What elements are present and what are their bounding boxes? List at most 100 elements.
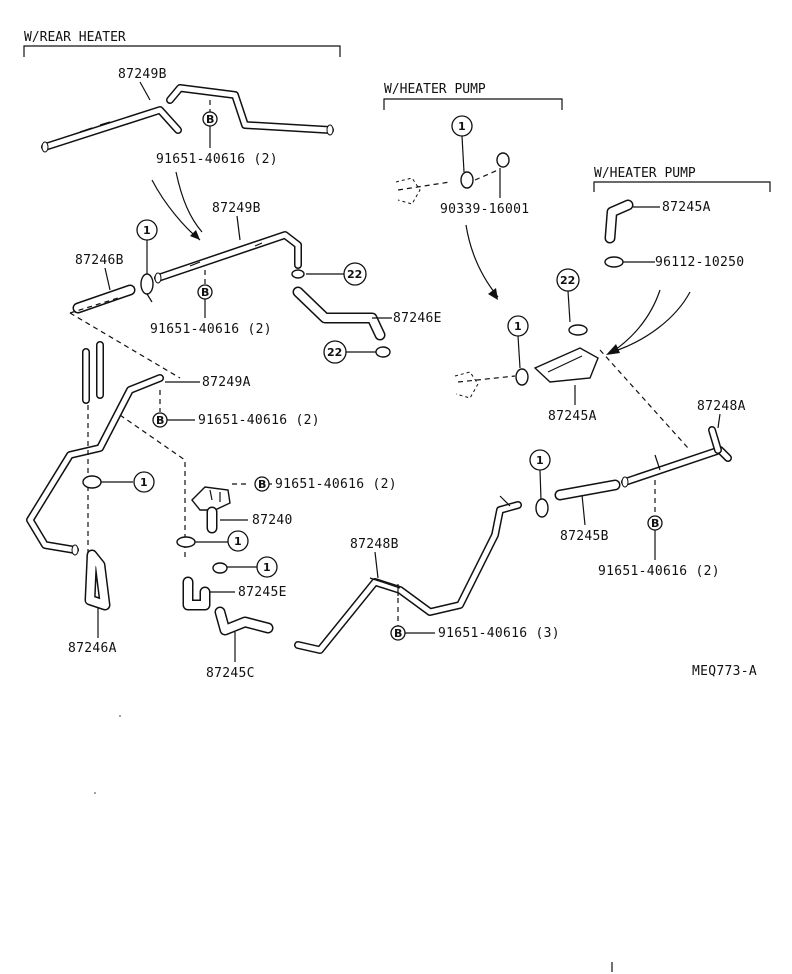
hose-87245A-top <box>604 199 634 244</box>
callout-1-left: 1 <box>133 471 155 493</box>
leader-callout-1-pump-mid <box>517 335 521 369</box>
label-96112: 96112-10250 <box>655 255 744 270</box>
clamp-22-pump <box>568 324 588 336</box>
label-87246E: 87246E <box>393 311 442 326</box>
hose-87245B <box>554 479 621 501</box>
pipe-87249A <box>26 341 164 556</box>
pipe-87248B <box>294 495 522 654</box>
label-87246A: 87246A <box>68 641 117 656</box>
callout-22-pump: 22 <box>556 268 580 292</box>
leader-87248A <box>717 413 721 429</box>
svg-text:1: 1 <box>514 320 522 333</box>
bolt-b-callout-87249A: B <box>152 412 168 428</box>
svg-text:1: 1 <box>458 120 466 133</box>
label-87248A: 87248A <box>697 399 746 414</box>
arrow-pump-2-head <box>606 344 620 355</box>
bolt-b-callout-top: B <box>202 111 218 127</box>
label-87248B: 87248B <box>350 537 399 552</box>
callout-22-lower: 22 <box>323 340 347 364</box>
arrow-down-1 <box>151 179 201 241</box>
label-91651-a: 91651-40616 (2) <box>156 152 278 167</box>
arrow-pump-1-head <box>488 288 498 300</box>
hose-87246E <box>292 286 386 341</box>
label-87249A: 87249A <box>202 375 251 390</box>
callout-1-lower: 1 <box>256 556 278 578</box>
bolt-b-callout-mid: B <box>197 284 213 300</box>
callout-1-pump: 1 <box>451 115 473 137</box>
bracket-heater-pump-1 <box>383 98 563 110</box>
label-87240: 87240 <box>252 513 293 528</box>
clamp-22-lower <box>375 346 391 358</box>
arrow-down-2 <box>175 171 203 233</box>
callout-1-87240: 1 <box>227 530 249 552</box>
label-91651-b: 91651-40616 (2) <box>150 322 272 337</box>
bracket-rear-heater <box>23 45 341 57</box>
svg-text:1: 1 <box>234 535 242 548</box>
svg-text:1: 1 <box>140 476 148 489</box>
svg-text:1: 1 <box>263 561 271 574</box>
clamp-1-lower <box>212 562 228 574</box>
leader-callout-1-pump <box>461 135 465 173</box>
clamp-1-87240 <box>176 536 196 548</box>
dash-link-mid <box>69 297 181 379</box>
bolt-b-callout-87248A: B <box>647 515 663 531</box>
arrow-pump-2b <box>617 291 691 351</box>
dash-lower-left <box>87 405 186 560</box>
label-87249B-top: 87249B <box>118 67 167 82</box>
clamp-1-mid <box>140 273 154 303</box>
leader-callout-22-pump <box>567 290 571 323</box>
pipe-87248A <box>621 426 732 488</box>
svg-text:B: B <box>156 414 164 427</box>
header-rear-heater: W/REAR HEATER <box>24 30 126 45</box>
clamp-1-left <box>82 475 102 489</box>
clamp-96112 <box>604 256 624 268</box>
leader-87248B <box>374 551 379 579</box>
label-91651-e: 91651-40616 (2) <box>598 564 720 579</box>
header-heater-pump-1: W/HEATER PUMP <box>384 82 486 97</box>
label-87249B-mid: 87249B <box>212 201 261 216</box>
callout-1-right: 1 <box>529 449 551 471</box>
clamp-22-upper <box>291 269 305 279</box>
callout-1-pump-mid: 1 <box>507 315 529 337</box>
label-91651-c: 91651-40616 (2) <box>198 413 320 428</box>
leader-87246B <box>104 267 111 291</box>
speck <box>119 715 121 717</box>
callout-b-text: B <box>206 113 214 126</box>
arrow-pump-1 <box>465 224 499 298</box>
hose-87245A-mid <box>533 347 599 383</box>
pipe-87249B-top <box>41 84 334 153</box>
bolt-b-callout-87240: B <box>254 476 270 492</box>
svg-text:22: 22 <box>347 268 362 281</box>
label-87245A-top: 87245A <box>662 200 711 215</box>
svg-text:22: 22 <box>327 346 342 359</box>
hose-87245E <box>182 576 211 611</box>
svg-text:B: B <box>258 478 266 491</box>
label-91651-d: 91651-40616 (2) <box>275 477 397 492</box>
svg-text:1: 1 <box>536 454 544 467</box>
svg-text:B: B <box>201 286 209 299</box>
leader-87249B-mid <box>236 215 241 241</box>
valve-87240 <box>191 486 231 534</box>
label-87245A-mid: 87245A <box>548 409 597 424</box>
hose-87246A <box>84 549 111 611</box>
header-heater-pump-2: W/HEATER PUMP <box>594 166 696 181</box>
bolt-b-callout-87248B: B <box>390 625 406 641</box>
leader-87245B <box>581 494 586 526</box>
clamp-1-pump-mid <box>515 368 529 386</box>
svg-text:22: 22 <box>560 274 575 287</box>
pump-outline-2 <box>454 371 516 399</box>
callout-1-mid: 1 <box>136 219 158 241</box>
pump-outline-1 <box>395 152 510 205</box>
pipe-87249B-mid <box>154 231 302 284</box>
label-90339: 90339-16001 <box>440 202 529 217</box>
diagram-code: MEQ773-A <box>692 664 757 679</box>
label-87246B: 87246B <box>75 253 124 268</box>
svg-text:B: B <box>651 517 659 530</box>
svg-text:B: B <box>394 627 402 640</box>
clamp-1-pump <box>460 171 474 189</box>
label-87245C: 87245C <box>206 666 255 681</box>
bracket-heater-pump-2 <box>593 181 771 192</box>
hose-87246B <box>72 284 136 314</box>
